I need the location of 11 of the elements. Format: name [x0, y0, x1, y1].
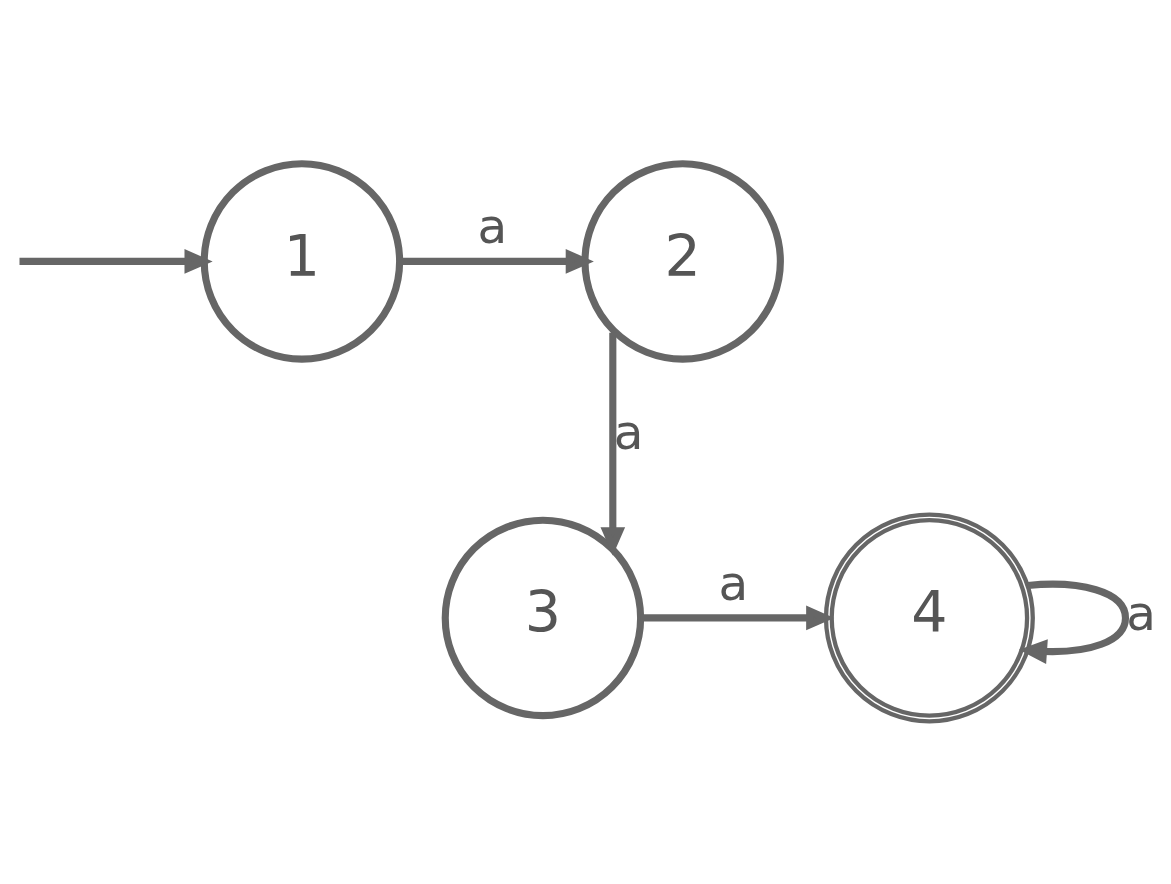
edge-label: a — [477, 197, 508, 254]
edge-label: a — [718, 554, 749, 611]
arrow — [600, 332, 626, 555]
arrow — [400, 248, 594, 274]
edge-label: a — [613, 403, 644, 460]
node-circle: 1 — [200, 159, 404, 363]
node-circle: 2 — [581, 159, 784, 363]
edge-label: a — [1126, 584, 1157, 641]
arrow — [1018, 580, 1130, 664]
node-circle: 4 — [823, 511, 1035, 723]
node-circle: 3 — [441, 516, 645, 719]
